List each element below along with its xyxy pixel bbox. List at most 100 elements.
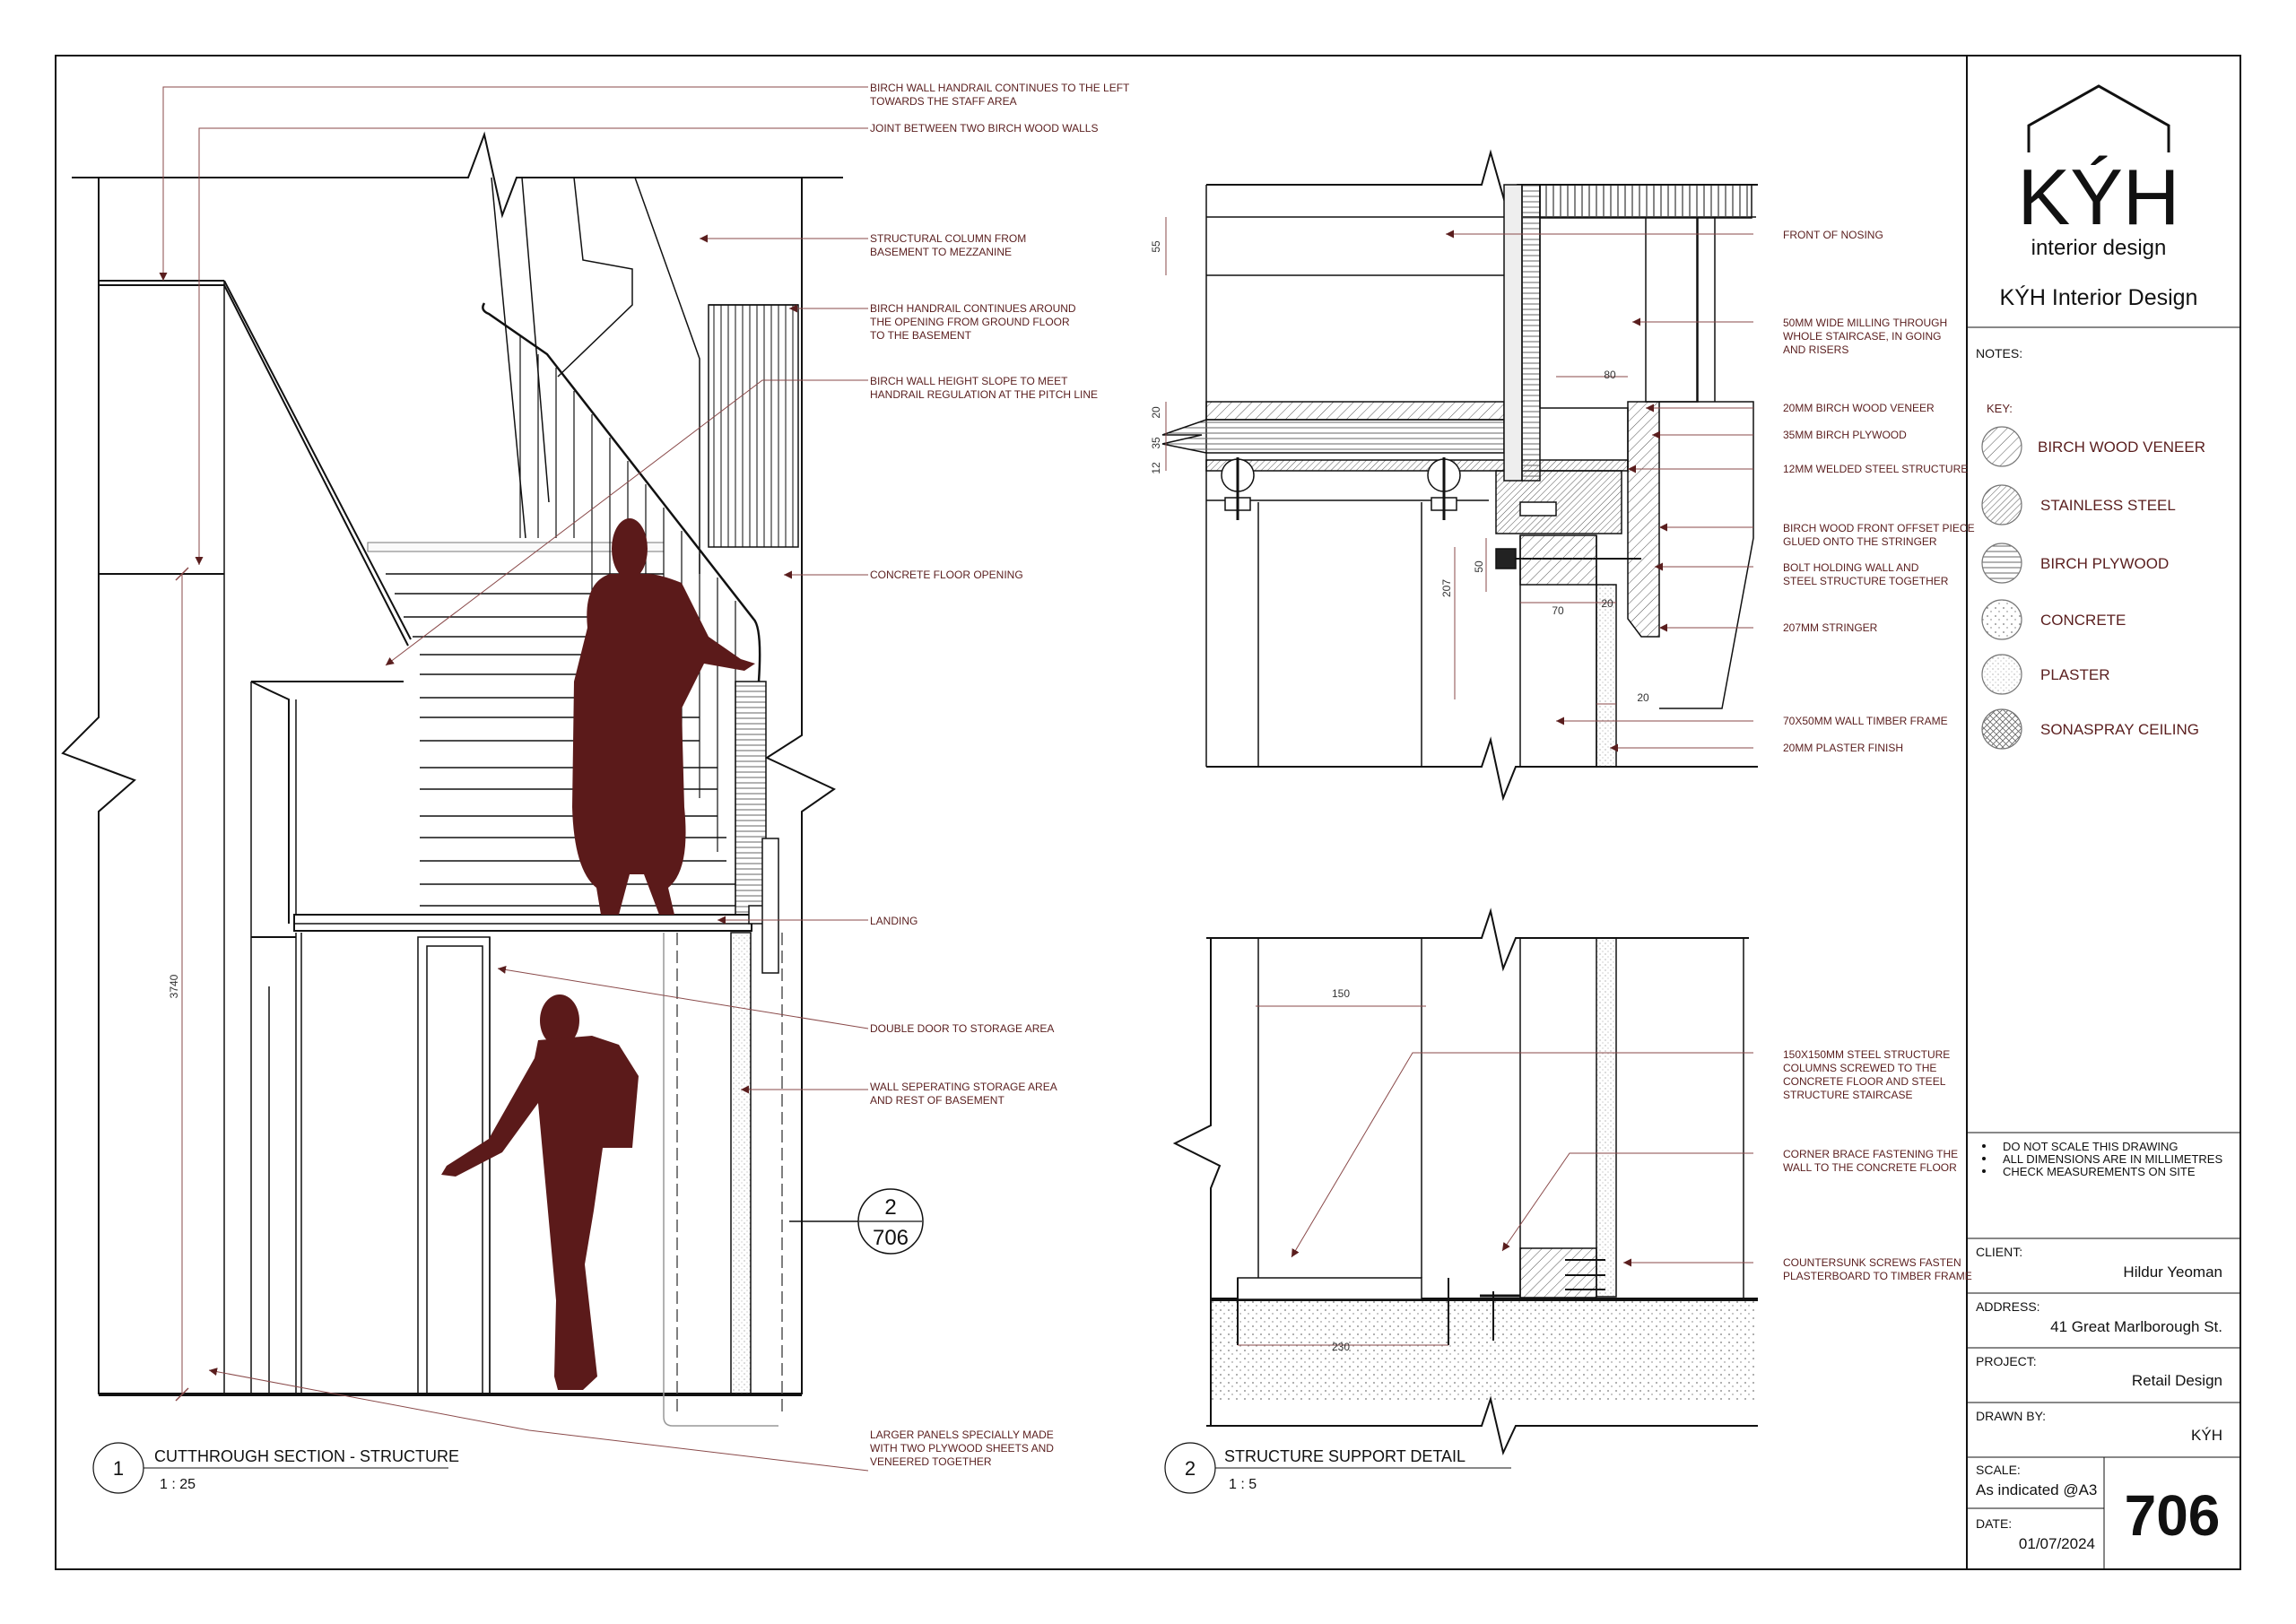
general-notes: DO NOT SCALE THIS DRAWING ALL DIMENSIONS… bbox=[1982, 1140, 2222, 1178]
plaster-wall-lower bbox=[1596, 937, 1617, 1298]
dim-35: 35 bbox=[1150, 437, 1162, 449]
drawing1-scale: 1 : 25 bbox=[160, 1477, 196, 1492]
annotation: AND RISERS bbox=[1783, 343, 1848, 356]
dim-150: 150 bbox=[1332, 987, 1350, 1000]
client-value: Hildur Yeoman bbox=[2123, 1264, 2222, 1281]
annotation: BIRCH WALL HEIGHT SLOPE TO MEET bbox=[870, 375, 1068, 387]
scale-value: As indicated @A3 bbox=[1976, 1481, 2097, 1498]
svg-text:CONCRETE FLOOR OPENING: CONCRETE FLOOR OPENING bbox=[870, 569, 1023, 581]
annotation: COUNTERSUNK SCREWS FASTEN bbox=[1783, 1256, 1961, 1269]
key-item-label: PLASTER bbox=[2040, 666, 2109, 683]
svg-text:70X50MM WALL TIMBER FRAME: 70X50MM WALL TIMBER FRAME bbox=[1783, 715, 1948, 727]
logo-mark: KÝH bbox=[2018, 152, 2180, 241]
annotation: TOWARDS THE STAFF AREA bbox=[870, 95, 1017, 108]
drawing2-title: STRUCTURE SUPPORT DETAIL bbox=[1224, 1447, 1465, 1465]
svg-text:20MM BIRCH WOOD VENEER: 20MM BIRCH WOOD VENEER bbox=[1783, 402, 1935, 414]
annotation: 150X150MM STEEL STRUCTURE bbox=[1783, 1048, 1950, 1061]
annotation: DOUBLE DOOR TO STORAGE AREA bbox=[870, 1022, 1054, 1035]
drawing1-leaders bbox=[159, 86, 869, 1472]
key-swatch-plywood bbox=[1981, 543, 2022, 584]
key-swatch-plaster bbox=[1981, 654, 2022, 695]
detail-bottom-top-break bbox=[1206, 908, 1749, 972]
note-item: CHECK MEASUREMENTS ON SITE bbox=[2003, 1165, 2196, 1178]
annotation: 20MM PLASTER FINISH bbox=[1783, 742, 1903, 754]
person-silhouette-lower bbox=[441, 994, 639, 1390]
key-swatch-stainless bbox=[1981, 484, 2022, 525]
svg-text:LANDING: LANDING bbox=[870, 915, 918, 927]
annotation: 50MM WIDE MILLING THROUGH bbox=[1783, 317, 1947, 329]
date-value: 01/07/2024 bbox=[2019, 1535, 2095, 1552]
annotation: HANDRAIL REGULATION AT THE PITCH LINE bbox=[870, 388, 1098, 401]
dim-20: 20 bbox=[1150, 406, 1162, 419]
key-item-label: BIRCH PLYWOOD bbox=[2040, 555, 2169, 572]
drawing1-title: CUTTHROUGH SECTION - STRUCTURE bbox=[154, 1447, 459, 1465]
drawing2-scale: 1 : 5 bbox=[1229, 1477, 1257, 1492]
stair-handrail bbox=[482, 302, 761, 682]
address-value: 41 Great Marlborough St. bbox=[2050, 1318, 2222, 1335]
material-key: BIRCH WOOD VENEER STAINLESS STEEL BIRCH … bbox=[1981, 426, 2205, 750]
notes-label: NOTES: bbox=[1976, 346, 2022, 360]
svg-text:12MM WELDED STEEL STRUCTURE: 12MM WELDED STEEL STRUCTURE bbox=[1783, 463, 1968, 475]
annotation: BASEMENT TO MEZZANINE bbox=[870, 246, 1012, 258]
section-reference-bubble: 2 706 bbox=[789, 1188, 924, 1255]
key-swatch-birch-veneer bbox=[1981, 426, 2022, 467]
annotation: STRUCTURAL COLUMN FROM bbox=[870, 232, 1026, 245]
annotation: BIRCH HANDRAIL CONTINUES AROUND bbox=[870, 302, 1076, 315]
svg-text:JOINT BETWEEN TWO BIRCH WOOD W: JOINT BETWEEN TWO BIRCH WOOD WALLS bbox=[870, 122, 1098, 135]
annotation: AND REST OF BASEMENT bbox=[870, 1094, 1004, 1107]
annotation: FRONT OF NOSING bbox=[1783, 229, 1883, 241]
project-label: PROJECT: bbox=[1976, 1354, 2037, 1368]
dim-55: 55 bbox=[1150, 240, 1162, 253]
annotation: WALL TO THE CONCRETE FLOOR bbox=[1783, 1161, 1957, 1174]
annotation: JOINT BETWEEN TWO BIRCH WOOD WALLS bbox=[870, 122, 1098, 135]
drawing1-annotations: BIRCH WALL HANDRAIL CONTINUES TO THE LEF… bbox=[870, 82, 1130, 1468]
dim-20: 20 bbox=[1601, 597, 1613, 610]
address-label: ADDRESS: bbox=[1976, 1299, 2040, 1314]
svg-text:BIRCH WALL HEIGHT SLOPE TO MEE: BIRCH WALL HEIGHT SLOPE TO MEETHANDRAIL … bbox=[870, 375, 1098, 401]
annotation: STEEL STRUCTURE TOGETHER bbox=[1783, 575, 1949, 587]
annotation: TO THE BASEMENT bbox=[870, 329, 972, 342]
key-item-label: SONASPRAY CEILING bbox=[2040, 721, 2199, 738]
key-swatch-concrete bbox=[1981, 599, 2022, 640]
annotation: STRUCTURE STAIRCASE bbox=[1783, 1089, 1912, 1101]
note-item: DO NOT SCALE THIS DRAWING bbox=[2003, 1140, 2179, 1153]
key-item-label: CONCRETE bbox=[2040, 612, 2126, 629]
key-label: KEY: bbox=[1987, 402, 2013, 415]
note-item: ALL DIMENSIONS ARE IN MILLIMETRES bbox=[2003, 1152, 2222, 1166]
svg-text:20MM PLASTER FINISH: 20MM PLASTER FINISH bbox=[1783, 742, 1903, 754]
svg-text:207MM STRINGER: 207MM STRINGER bbox=[1783, 621, 1878, 634]
detail-dimensions-top: 55 20 35 12 80 207 50 70 20 20 bbox=[1150, 240, 1649, 704]
annotation: PLASTERBOARD TO TIMBER FRAME bbox=[1783, 1270, 1972, 1282]
cutthrough-section-drawing bbox=[61, 131, 843, 1427]
birch-veneer-layer bbox=[1205, 401, 1505, 421]
detail-dimensions-bottom: 150 230 bbox=[1332, 987, 1350, 1353]
reference-sheet-number: 706 bbox=[873, 1226, 909, 1250]
nosing-panels bbox=[1539, 184, 1752, 219]
detail-bottom-break bbox=[1206, 736, 1758, 802]
drawing1-number: 1 bbox=[113, 1457, 124, 1480]
drawn-by-value: KÝH bbox=[2191, 1427, 2222, 1444]
svg-text:35MM BIRCH PLYWOOD: 35MM BIRCH PLYWOOD bbox=[1783, 429, 1907, 441]
drawing1-title-block: 1 CUTTHROUGH SECTION - STRUCTURE 1 : 25 bbox=[92, 1442, 459, 1494]
annotation: COLUMNS SCREWED TO THE bbox=[1783, 1062, 1936, 1074]
date-label: DATE: bbox=[1976, 1516, 2012, 1531]
client-label: CLIENT: bbox=[1976, 1245, 2022, 1259]
firm-name: KÝH Interior Design bbox=[2000, 284, 2198, 310]
sheet-border bbox=[55, 55, 2241, 1570]
landing-slab bbox=[293, 914, 752, 932]
dim-80: 80 bbox=[1604, 369, 1616, 381]
svg-text:BIRCH WALL HANDRAIL CONTINUES: BIRCH WALL HANDRAIL CONTINUES TO THE LEF… bbox=[870, 82, 1130, 108]
balustrade-panel bbox=[735, 681, 767, 916]
annotation: LANDING bbox=[870, 915, 918, 927]
annotation: WHOLE STAIRCASE, IN GOING bbox=[1783, 330, 1941, 343]
dim-70: 70 bbox=[1552, 604, 1564, 617]
